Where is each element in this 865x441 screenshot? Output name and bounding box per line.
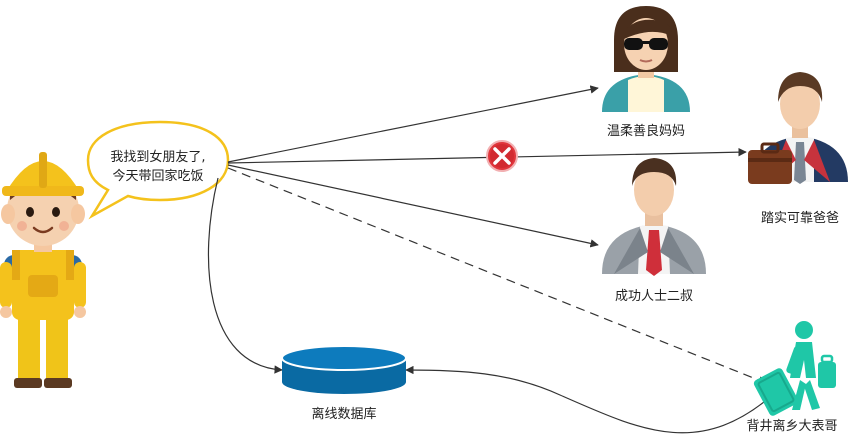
cousin-traveler-icon — [753, 321, 836, 416]
arrow-cousin-to-database — [405, 365, 777, 434]
bubble-line-2: 今天带回家吃饭 — [112, 168, 203, 184]
dad-avatar — [748, 72, 848, 184]
database-label: 离线数据库 — [311, 406, 376, 422]
arrow-to-uncle — [227, 164, 599, 248]
uncle-label: 成功人士二叔 — [615, 289, 693, 304]
database-cylinder — [281, 345, 407, 394]
speech-bubble: 我找到女朋友了, 今天带回家吃饭 — [86, 120, 230, 220]
dad-label: 踏实可靠爸爸 — [761, 211, 839, 226]
mom-label: 温柔善良妈妈 — [607, 123, 685, 139]
dashed-arrow-to-cousin — [227, 167, 767, 385]
arrow-to-database — [207, 177, 283, 374]
uncle-avatar — [602, 158, 706, 276]
reject-icon — [486, 140, 518, 172]
arrow-to-mom — [227, 85, 599, 163]
cousin-label: 背井离乡大表哥 — [746, 418, 837, 434]
mom-avatar — [602, 6, 690, 112]
worker-figure — [0, 152, 86, 388]
bubble-line-1: 我找到女朋友了, — [110, 149, 205, 165]
